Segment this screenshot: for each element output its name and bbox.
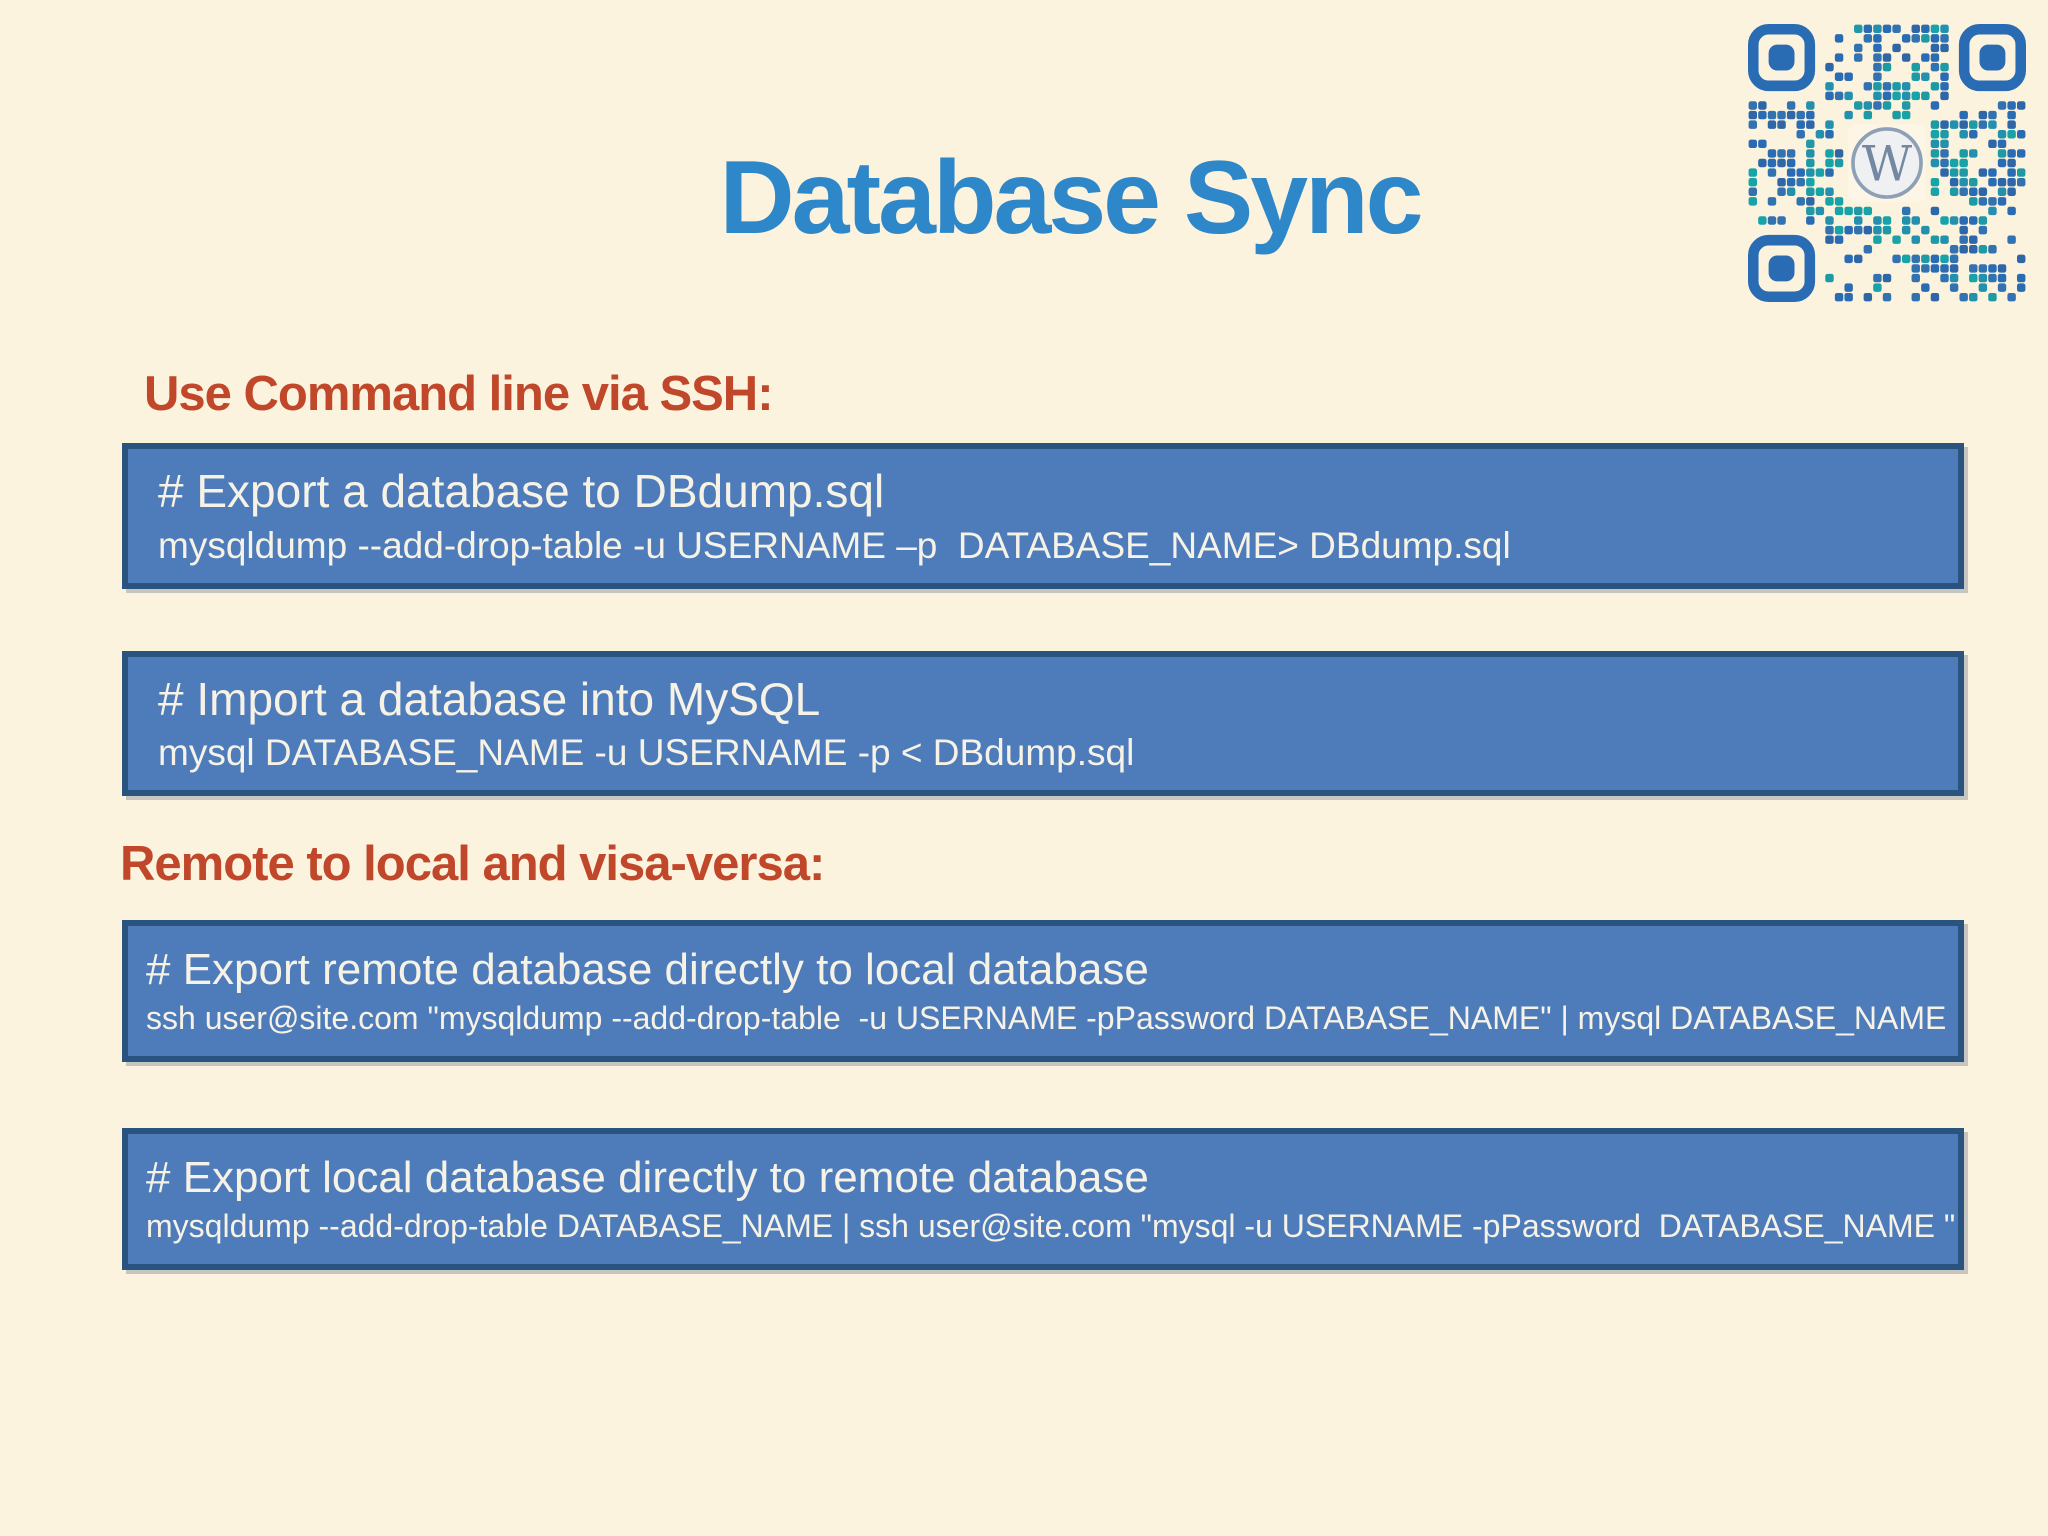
code-box-export-local-to-remote: # Export local database directly to remo… (122, 1128, 1964, 1270)
code-box-command: mysql DATABASE_NAME -u USERNAME -p < DBd… (158, 732, 1135, 774)
code-box-command: ssh user@site.com "mysqldump --add-drop-… (146, 1000, 1947, 1037)
wordpress-w-glyph: W (1862, 136, 1913, 193)
code-box-export-remote-to-local: # Export remote database directly to loc… (122, 920, 1964, 1062)
code-box-command: mysqldump --add-drop-table DATABASE_NAME… (146, 1208, 1956, 1245)
slide-title: Database Sync (719, 140, 1424, 256)
code-box-import-database: # Import a database into MySQL mysql DAT… (122, 651, 1964, 796)
section-heading-ssh: Use Command line via SSH: (144, 367, 774, 421)
code-box-command: mysqldump --add-drop-table -u USERNAME –… (158, 524, 1511, 566)
code-box-export-database: # Export a database to DBdump.sql mysqld… (122, 443, 1964, 589)
code-box-title: # Import a database into MySQL (158, 672, 821, 725)
section-heading-remote-local: Remote to local and visa-versa: (120, 837, 825, 891)
wordpress-qr-code-icon: W (1748, 24, 2026, 302)
code-box-title: # Export remote database directly to loc… (146, 944, 1149, 994)
code-box-title: # Export local database directly to remo… (146, 1152, 1149, 1202)
code-box-title: # Export a database to DBdump.sql (158, 465, 885, 518)
